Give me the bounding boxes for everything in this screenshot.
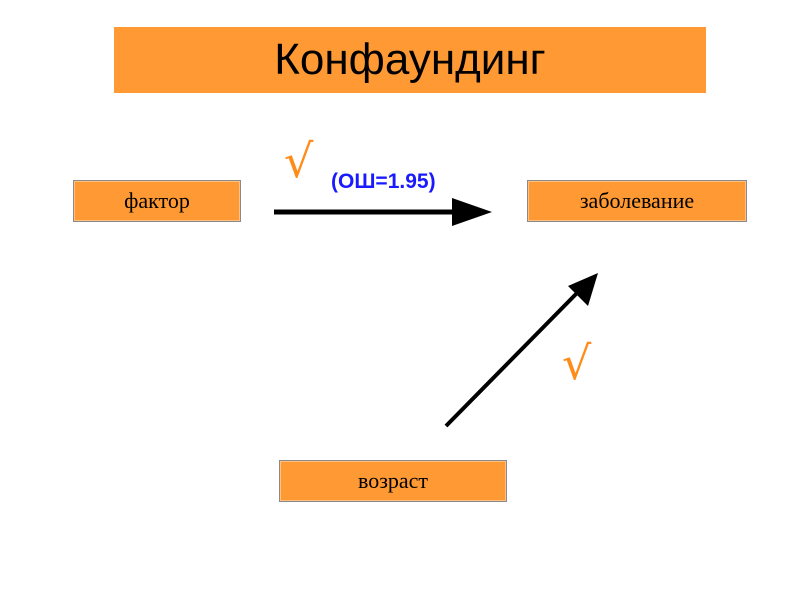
checkmark-icon: √ <box>562 336 592 390</box>
slide-title: Конфаундинг <box>114 27 706 93</box>
odds-ratio-label: (ОШ=1.95) <box>331 170 436 193</box>
arrowhead-factor-to-disease <box>452 198 492 226</box>
arrow-age-to-disease <box>444 290 580 428</box>
arrowhead-age-to-disease <box>568 273 598 306</box>
node-age: возраст <box>279 460 507 502</box>
checkmark-icon: √ <box>284 134 314 188</box>
node-factor: фактор <box>73 180 241 222</box>
node-disease: заболевание <box>527 180 747 222</box>
